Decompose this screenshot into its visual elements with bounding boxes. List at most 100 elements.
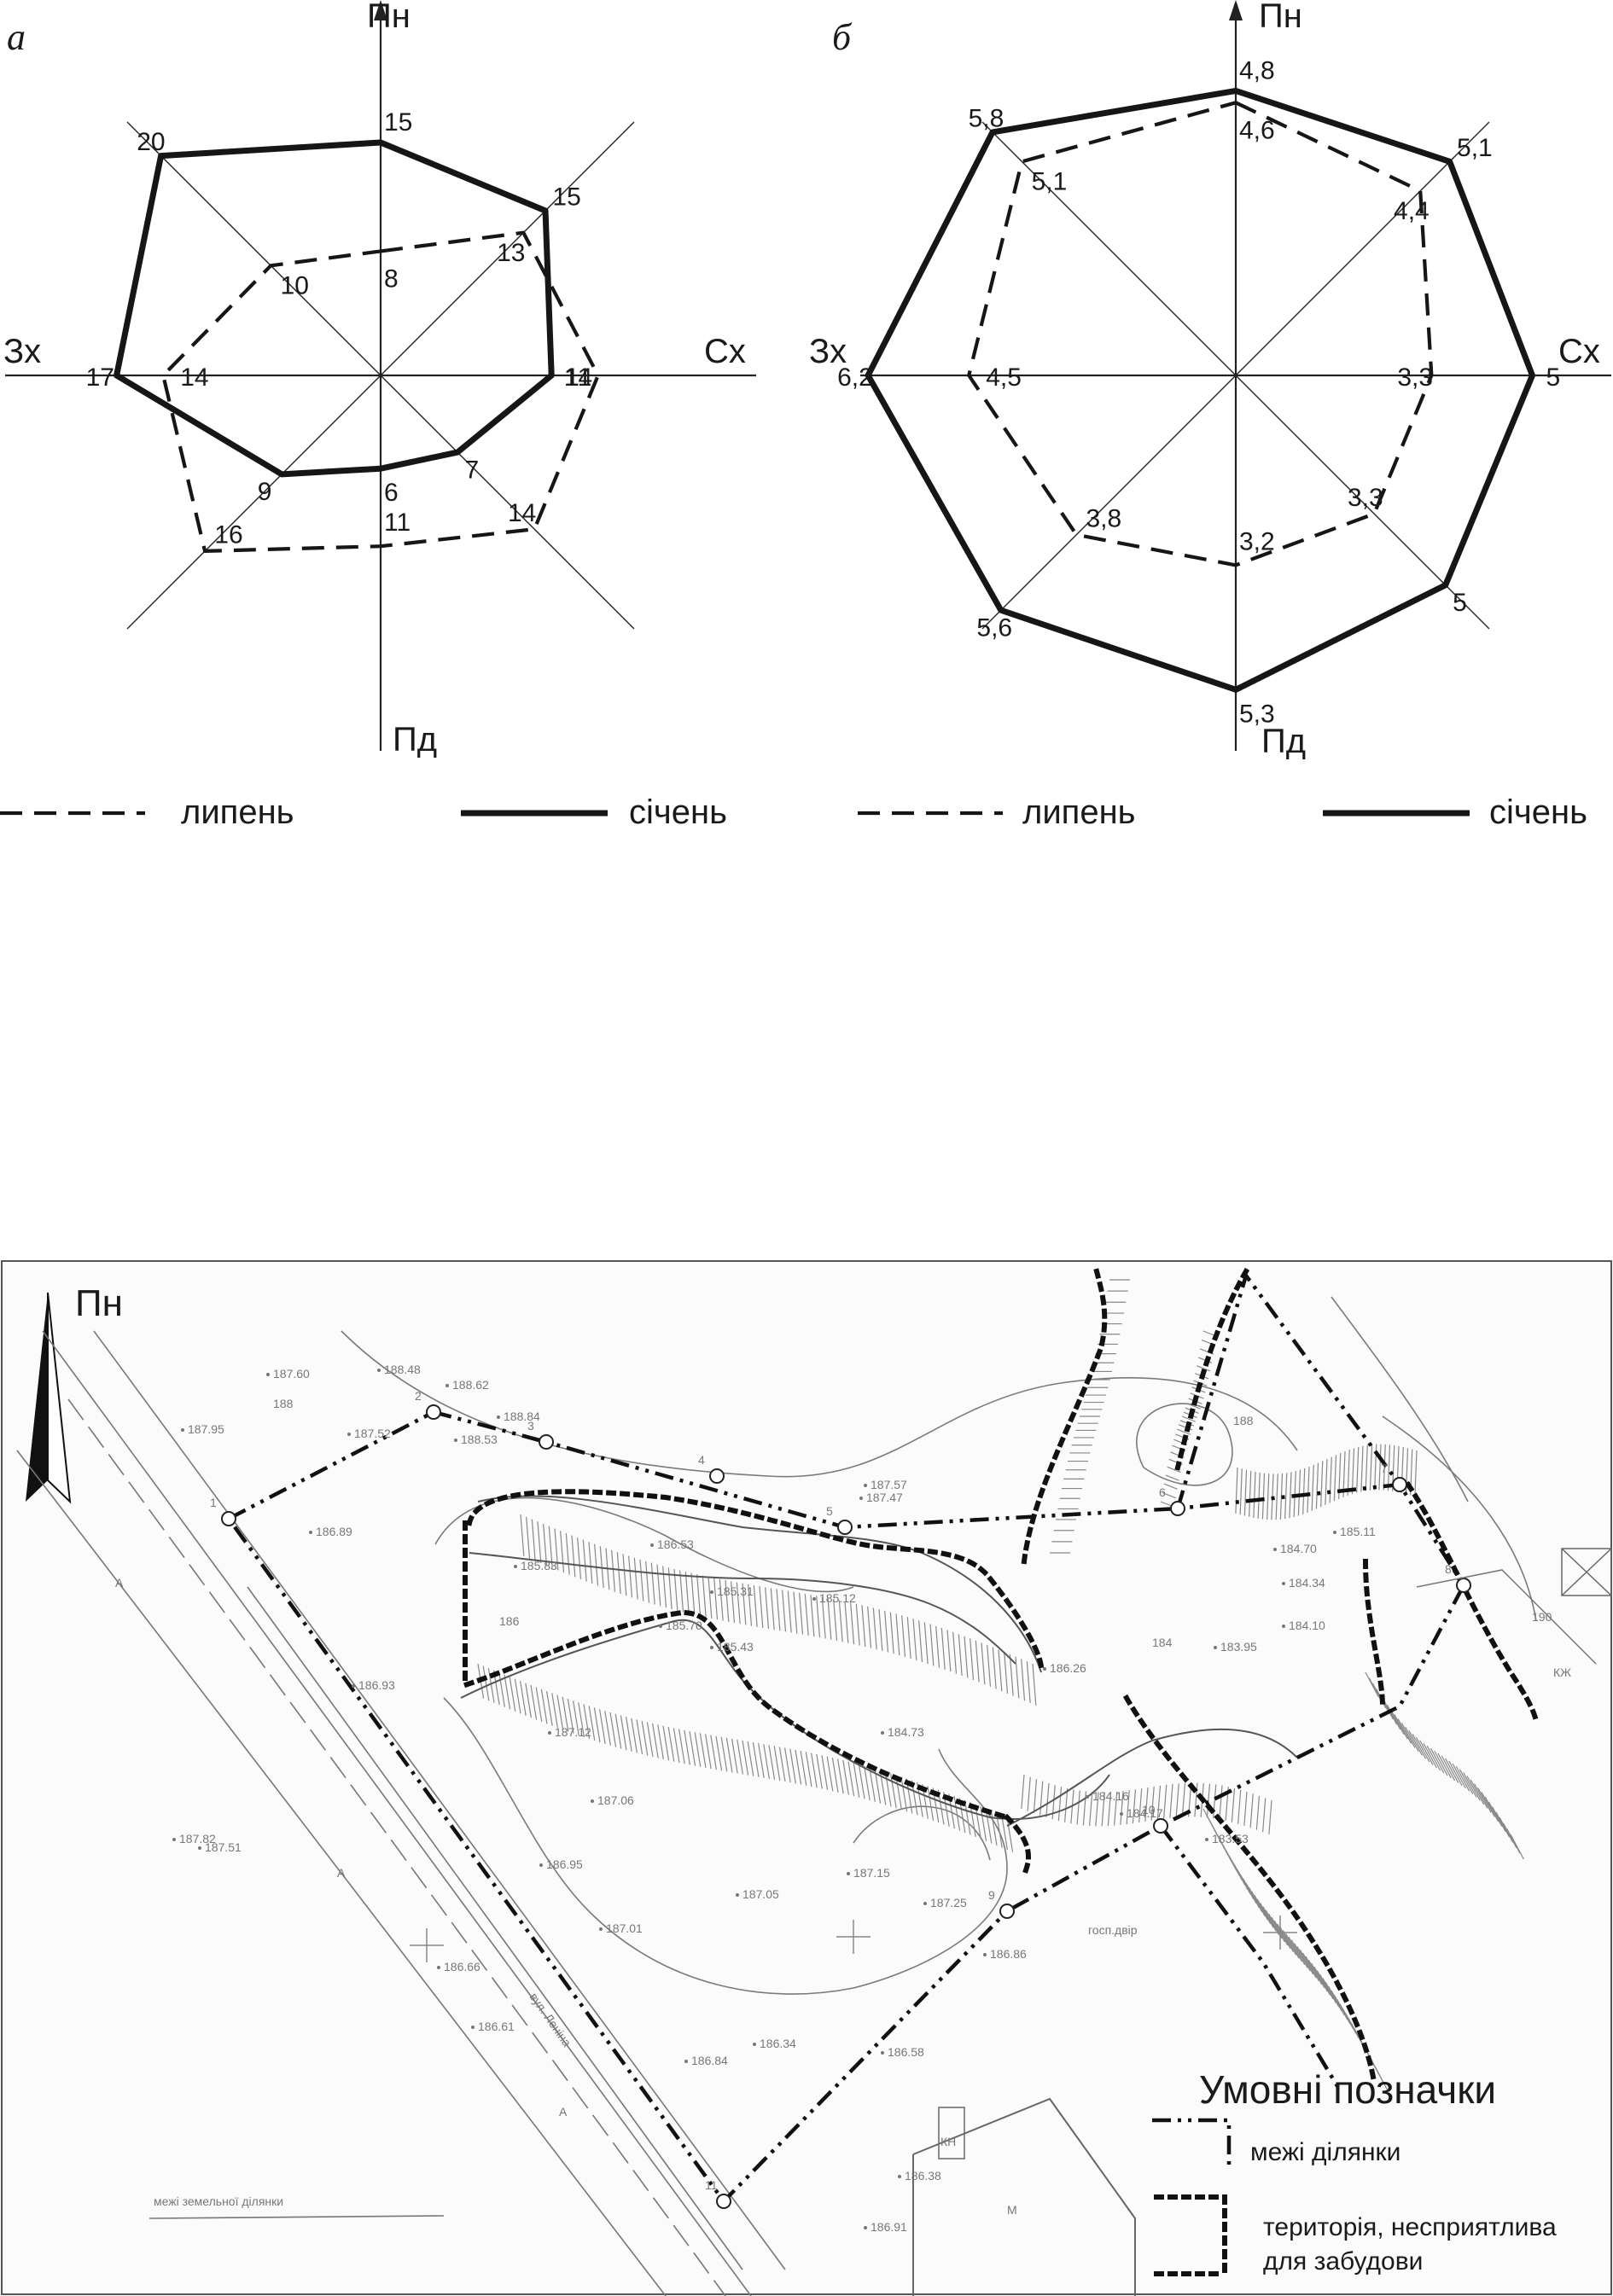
- hatch-1-10: [530, 1684, 538, 1720]
- yard-label: госп.двір: [1088, 1923, 1138, 1937]
- legend-boundary-label: межі ділянки: [1250, 2138, 1400, 2166]
- elevation-label-9: 187.47: [866, 1491, 903, 1504]
- hatch-1-57: [778, 1747, 786, 1782]
- elevation-dot-20: [1205, 1838, 1208, 1841]
- hatch-2-34: [1231, 1787, 1236, 1822]
- hatch-1-54: [763, 1744, 770, 1779]
- hatch-1-43: [705, 1734, 712, 1770]
- value-label-solid-2-a: 11: [565, 363, 591, 392]
- hatch-0-29: [684, 1572, 690, 1613]
- elevation-dot-35: [881, 2051, 884, 2055]
- hatch-7-6: [1261, 1473, 1266, 1520]
- elevation-label-1: 187.95: [188, 1422, 224, 1436]
- point-marker-6: [1170, 1501, 1185, 1516]
- hatch-1-77: [884, 1771, 892, 1807]
- value-label-dashed-7-a: 10: [281, 272, 309, 300]
- value-label-dashed-3-a: 14: [508, 499, 536, 527]
- hatch-2-30: [1206, 1783, 1211, 1818]
- contour-label-2: 186: [499, 1614, 520, 1628]
- value-label-dashed-7-b: 5,1: [1032, 168, 1068, 196]
- hatch-2-7: [1064, 1787, 1069, 1822]
- hatch-0-90: [1032, 1663, 1037, 1706]
- hatch-2-4: [1045, 1783, 1050, 1817]
- hatch-5-12: [1408, 1730, 1423, 1756]
- contour-label-3: 184: [1152, 1636, 1173, 1649]
- elevation-dot-39: [864, 2226, 867, 2229]
- value-label-solid-0-b: 4,8: [1239, 56, 1275, 84]
- hatch-2-36: [1243, 1791, 1248, 1826]
- elevation-label-28: 186.95: [546, 1857, 583, 1871]
- value-label-dashed-5-a: 16: [214, 521, 242, 549]
- legend-label-solid-a: січень: [629, 793, 727, 831]
- hatch-4-10: [1186, 1403, 1201, 1410]
- elevation-dot-16: [881, 1731, 884, 1735]
- hatch-0-88: [1021, 1659, 1026, 1701]
- hatch-1-35: [662, 1725, 670, 1761]
- hatch-6-34: [1299, 1949, 1314, 1975]
- hatch-2-31: [1213, 1784, 1217, 1819]
- hatch-0-38: [736, 1582, 741, 1625]
- land-boundary-label: межі земельної ділянки: [154, 2194, 283, 2208]
- elevation-label-20: 183.53: [1212, 1832, 1249, 1846]
- point-number-9: 9: [988, 1888, 995, 1902]
- hatch-0-27: [673, 1568, 678, 1611]
- hatch-1-20: [583, 1704, 591, 1740]
- elevation-dot-9: [859, 1497, 863, 1500]
- point-marker-10: [1153, 1818, 1168, 1834]
- hatch-6-39: [1313, 1967, 1328, 1992]
- value-label-dashed-6-b: 4,5: [986, 363, 1022, 392]
- hatch-2-17: [1126, 1790, 1130, 1825]
- hatch-1-48: [731, 1738, 738, 1774]
- point-marker-3: [539, 1434, 554, 1450]
- hatch-1-8: [520, 1681, 527, 1716]
- point-number-8: 8: [1445, 1562, 1452, 1576]
- hatch-2-20: [1144, 1787, 1149, 1822]
- hatch-1-6: [509, 1677, 516, 1712]
- point-number-4: 4: [698, 1453, 705, 1467]
- hatch-5-34: [1488, 1801, 1503, 1827]
- hatch-7-18: [1315, 1462, 1319, 1509]
- elevation-dot-17: [1043, 1667, 1046, 1671]
- elevation-dot-33: [983, 1953, 987, 1956]
- elevation-dot-15: [710, 1646, 713, 1649]
- axes-b: [860, 0, 1611, 751]
- hatch-1-11: [535, 1687, 543, 1723]
- hatch-0-78: [964, 1636, 969, 1678]
- hatch-5-30: [1473, 1783, 1488, 1809]
- hatch-2-0: [1021, 1774, 1025, 1809]
- elevation-marks: 187.60187.95186.89187.52188.48188.62188.…: [172, 1363, 1376, 2234]
- point-number-2: 2: [415, 1389, 422, 1403]
- hatch-0-72: [929, 1624, 935, 1666]
- point-number-3: 3: [527, 1419, 534, 1433]
- hatch-5-21: [1441, 1755, 1456, 1782]
- hatch-0-32: [702, 1575, 707, 1618]
- hatch-0-33: [708, 1577, 713, 1619]
- hatch-7-15: [1302, 1468, 1306, 1514]
- hatch-0-51: [810, 1595, 815, 1637]
- street-lines: [16, 1330, 786, 2296]
- hatch-7-32: [1378, 1444, 1382, 1491]
- elevation-dot-23: [1282, 1582, 1285, 1585]
- hatch-0-70: [918, 1620, 923, 1663]
- hatch-1-7: [514, 1678, 521, 1714]
- value-label-solid-5-a: 9: [258, 478, 272, 506]
- axis-label-east-b: Сх: [1558, 333, 1600, 370]
- hatch-0-30: [690, 1572, 696, 1615]
- hatch-1-70: [847, 1761, 855, 1797]
- elevation-label-21: 184.70: [1280, 1542, 1317, 1555]
- hatch-0-4: [543, 1524, 548, 1566]
- hatch-2-39: [1262, 1798, 1267, 1833]
- hatch-2-38: [1255, 1795, 1261, 1830]
- hatch-2-9: [1076, 1790, 1080, 1825]
- hatch-4-24: [1163, 1483, 1178, 1490]
- hatch-2-21: [1150, 1786, 1155, 1821]
- elevation-label-36: 186.84: [691, 2054, 728, 2067]
- elevation-label-2: 186.89: [316, 1525, 352, 1538]
- hatch-6-26: [1277, 1923, 1291, 1950]
- hatch-6-21: [1262, 1906, 1277, 1932]
- survey-crosses: [410, 1915, 1297, 1962]
- hatch-4-4: [1197, 1365, 1211, 1372]
- hatch-0-31: [696, 1574, 702, 1617]
